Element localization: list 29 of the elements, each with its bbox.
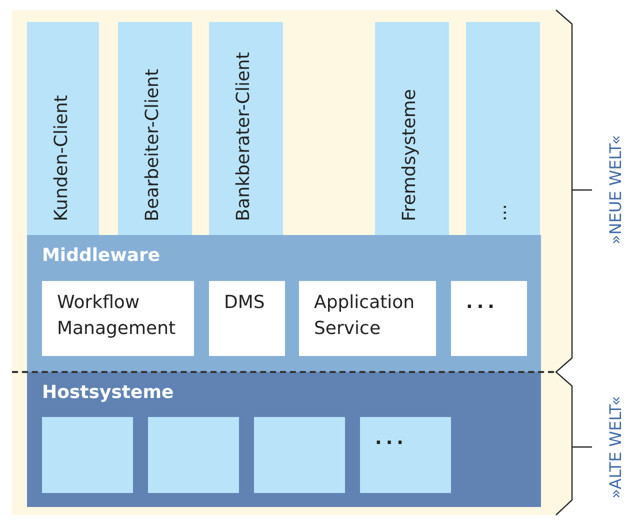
column-label: ... <box>489 204 512 221</box>
layer-title: Hostsysteme <box>42 382 174 403</box>
component-box <box>299 281 436 356</box>
component-box <box>42 281 194 356</box>
column-label: Bankberater-Client <box>232 52 255 221</box>
client-column <box>209 22 283 235</box>
section-label: »ALTE WELT« <box>606 396 625 498</box>
component-box <box>209 281 285 356</box>
section-label: »NEUE WELT« <box>606 135 625 245</box>
component-label: ... <box>466 291 500 315</box>
layer-title: Middleware <box>42 245 160 266</box>
column-label: Kunden-Client <box>50 94 73 221</box>
layer-panel <box>27 372 541 507</box>
client-column <box>466 22 540 235</box>
layer-panel <box>27 235 541 372</box>
client-column <box>375 22 449 235</box>
client-column <box>27 22 99 235</box>
column-label: Fremdsysteme <box>398 88 421 221</box>
empty-box <box>148 417 239 493</box>
component-box <box>360 417 451 493</box>
component-label: ... <box>375 427 409 451</box>
client-column <box>118 22 192 235</box>
component-label: Workflow Management <box>57 291 177 341</box>
component-label: Application Service <box>314 291 416 341</box>
empty-box <box>42 417 133 493</box>
column-label: Bearbeiter-Client <box>141 68 164 221</box>
component-label: DMS <box>224 291 266 315</box>
empty-box <box>254 417 345 493</box>
component-box <box>451 281 527 356</box>
